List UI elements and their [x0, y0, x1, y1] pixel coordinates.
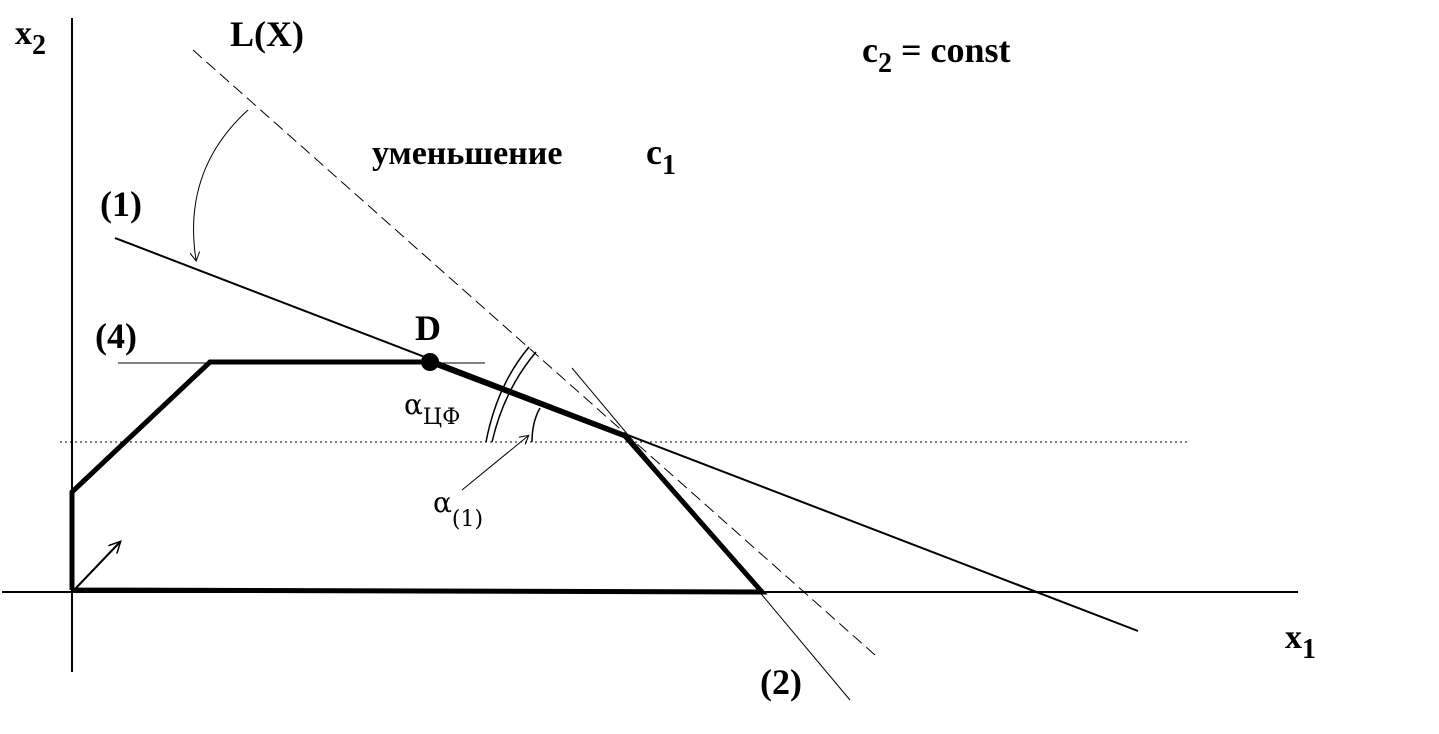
x2-axis-label: x2: [15, 15, 46, 61]
x1-axis-label: x1: [1285, 619, 1316, 665]
alpha-1-letter: α: [433, 486, 452, 519]
alpha-1-label: α(1): [433, 486, 483, 532]
alpha-cf-subscript: ЦФ: [423, 405, 460, 430]
c2-subscript: 2: [878, 48, 892, 79]
point-D-label: D: [415, 308, 441, 348]
gradient-arrow: [75, 542, 120, 589]
constraint-2-label: (2): [760, 662, 802, 702]
constraint-4-label: (4): [95, 316, 137, 356]
alpha-cf-label: αЦФ: [404, 388, 460, 430]
x2-letter: x: [15, 15, 32, 52]
objective-label: L(X): [230, 14, 304, 54]
alpha-cf-arc-inner: [491, 351, 537, 443]
c2-const-label: c2 = const: [862, 30, 1011, 79]
c2-rest: = const: [892, 30, 1011, 70]
x2-subscript: 2: [32, 30, 46, 61]
alpha-cf-arc-outer: [485, 346, 530, 443]
x1-subscript: 1: [1302, 634, 1316, 665]
c1-label: c1: [646, 132, 676, 181]
point-D: [421, 353, 439, 371]
alpha-1-arc: [531, 407, 541, 443]
c2-letter: c: [862, 30, 878, 70]
c1-letter: c: [646, 132, 662, 172]
objective-line-dashed: [192, 49, 876, 656]
constraint-1-label: (1): [100, 184, 142, 224]
decrease-text: уменьшение: [372, 135, 562, 172]
rotation-arrow: [194, 109, 249, 260]
x1-letter: x: [1285, 619, 1302, 656]
c1-subscript: 1: [662, 150, 676, 181]
alpha-1-pointer: [461, 436, 528, 491]
alpha-1-subscript: (1): [452, 507, 483, 532]
alpha-cf-letter: α: [404, 388, 423, 421]
